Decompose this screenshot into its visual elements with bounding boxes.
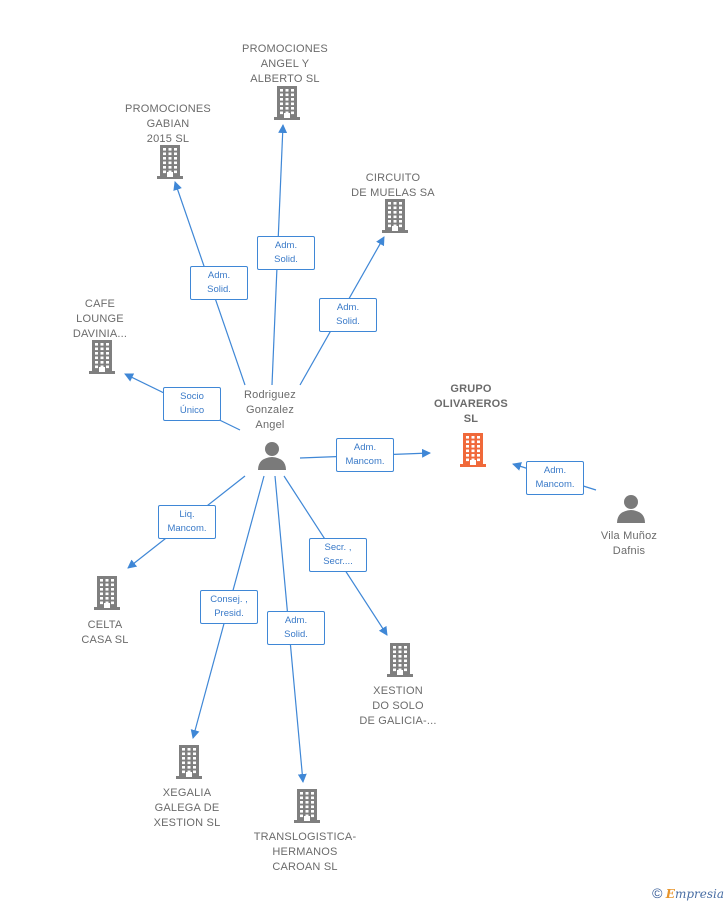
node-label-translogistica[interactable]: TRANSLOGISTICA- HERMANOS CAROAN SL <box>253 831 357 873</box>
edge-label-circuito-muelas[interactable]: Adm. Solid. <box>319 298 377 332</box>
building-icon[interactable] <box>93 576 121 615</box>
edge-label-line: Liq. <box>179 509 195 520</box>
edge-label-line: Adm. <box>543 465 567 476</box>
brand-logo[interactable]: Empresia <box>665 887 724 901</box>
node-label-cafe-lounge[interactable]: CAFE LOUNGE DAVINIA... <box>72 298 128 340</box>
building-icon[interactable] <box>175 745 203 784</box>
node-label-xestion-solo[interactable]: XESTION DO SOLO DE GALICIA-... <box>359 685 437 727</box>
building-icon[interactable] <box>88 340 116 379</box>
copyright-footer: © Empresia <box>652 885 724 901</box>
node-label-vila-munoz[interactable]: Vila Muñoz Dafnis <box>600 530 658 557</box>
building-icon[interactable] <box>273 86 301 125</box>
edge-label-promociones-angel-alberto[interactable]: Adm. Solid. <box>257 236 315 270</box>
edge-label-line: Solid. <box>284 629 308 640</box>
person-icon[interactable] <box>257 440 287 475</box>
edge-label-line: Mancom. <box>535 479 575 490</box>
edge-label-line: Adm. <box>353 442 377 453</box>
edge-label-translogistica[interactable]: Adm. Solid. <box>267 611 325 645</box>
edge-label-line: Adm. <box>207 270 231 281</box>
node-label-circuito-muelas[interactable]: CIRCUITO DE MUELAS SA <box>351 172 435 199</box>
edge-label-grupo-olivareros[interactable]: Adm. Mancom. <box>526 461 584 495</box>
edge-label-line: Mancom. <box>167 523 207 534</box>
edge-label-line: Único <box>179 405 205 416</box>
edge-label-line: Solid. <box>336 316 360 327</box>
edge-label-line: Mancom. <box>345 456 385 467</box>
edge-label-line: Socio <box>180 391 204 402</box>
node-label-celta-casa[interactable]: CELTA CASA SL <box>81 619 129 646</box>
edge-label-xegalia[interactable]: Consej. , Presid. <box>200 590 258 624</box>
edge-label-line: Adm. <box>284 615 308 626</box>
node-label-promociones-gabian[interactable]: PROMOCIONES GABIAN 2015 SL <box>125 103 211 145</box>
edge-label-line: Adm. <box>336 302 360 313</box>
edge-label-promociones-gabian[interactable]: Adm. Solid. <box>190 266 248 300</box>
building-icon[interactable] <box>293 789 321 828</box>
edge-label-grupo-olivareros[interactable]: Adm. Mancom. <box>336 438 394 472</box>
edge-label-line: Secr.... <box>323 556 353 567</box>
edge-label-line: Adm. <box>274 240 298 251</box>
person-icon[interactable] <box>616 493 646 528</box>
edge-label-line: Solid. <box>207 284 231 295</box>
edge-label-line: Solid. <box>274 254 298 265</box>
building-icon[interactable] <box>459 433 487 472</box>
edge-label-line: Secr. , <box>324 542 352 553</box>
edge-label-celta-casa[interactable]: Liq. Mancom. <box>158 505 216 539</box>
building-icon[interactable] <box>381 199 409 238</box>
node-label-promociones-angel-alberto[interactable]: PROMOCIONES ANGEL Y ALBERTO SL <box>242 43 328 85</box>
node-label-grupo-olivareros[interactable]: GRUPO OLIVAREROS SL <box>434 383 508 425</box>
edge-label-line: Consej. , <box>210 594 248 605</box>
node-label-xegalia[interactable]: XEGALIA GALEGA DE XESTION SL <box>153 787 221 829</box>
node-label-rodriguez[interactable]: Rodriguez Gonzalez Angel <box>244 389 296 431</box>
edge-label-line: Presid. <box>214 608 244 619</box>
edge-label-xestion-solo[interactable]: Secr. , Secr.... <box>309 538 367 572</box>
copyright-symbol: © <box>652 885 663 901</box>
building-icon[interactable] <box>156 145 184 184</box>
building-icon[interactable] <box>386 643 414 682</box>
